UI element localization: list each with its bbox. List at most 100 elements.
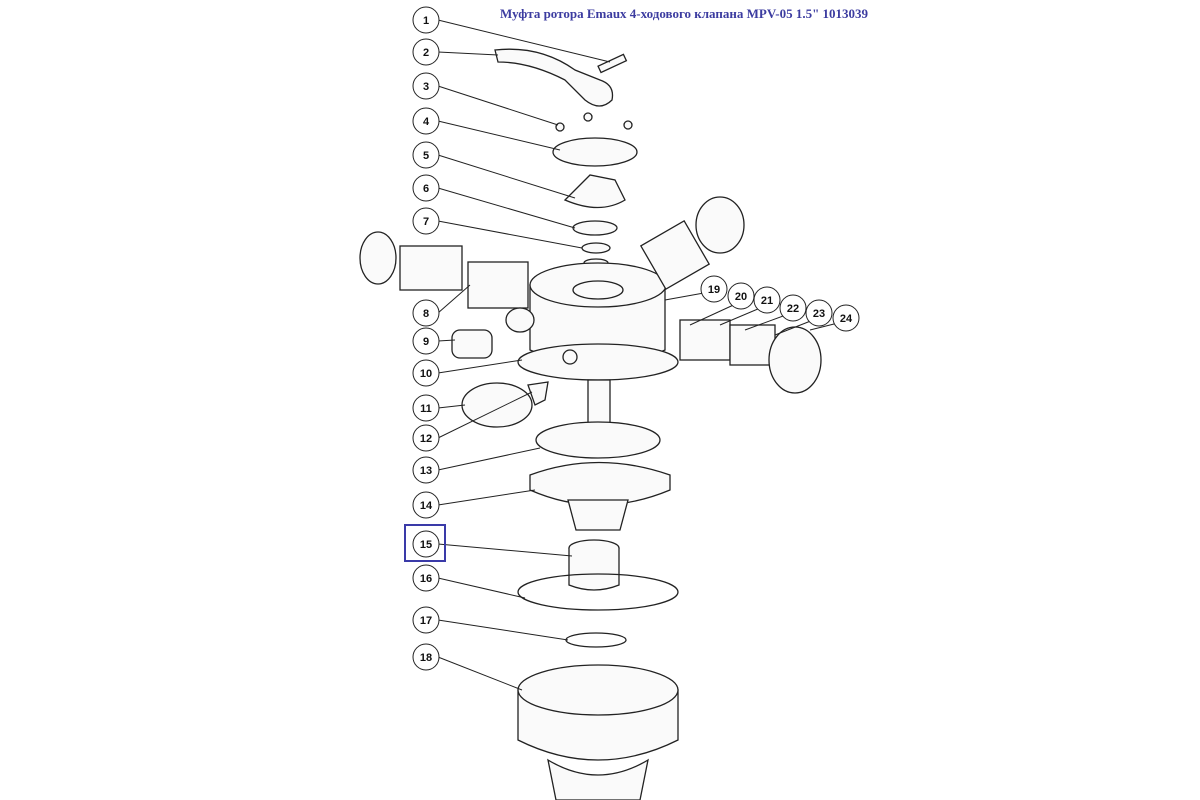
part-handle xyxy=(494,48,628,107)
callout-18: 18 xyxy=(412,643,523,691)
leader-line xyxy=(437,339,456,342)
leader-line xyxy=(437,656,523,691)
callout-label: 3 xyxy=(423,81,429,93)
part-rotor xyxy=(529,379,671,531)
leader-line xyxy=(437,619,569,641)
callout-circle xyxy=(753,286,781,314)
callout-label: 14 xyxy=(420,500,433,512)
callout-9: 9 xyxy=(412,327,456,355)
callout-15: 15 xyxy=(404,524,573,562)
callout-circle xyxy=(412,107,440,135)
callout-21: 21 xyxy=(719,286,781,326)
callout-label: 21 xyxy=(761,295,773,307)
part-right-union-top xyxy=(639,196,745,291)
callout-7: 7 xyxy=(412,207,583,249)
callout-2: 2 xyxy=(412,38,499,66)
callout-circle xyxy=(412,530,440,558)
callout-circle xyxy=(412,564,440,592)
callout-5: 5 xyxy=(412,141,576,199)
leader-line xyxy=(437,154,576,199)
callout-14: 14 xyxy=(412,489,536,519)
callout-label: 2 xyxy=(423,47,429,59)
callout-10: 10 xyxy=(412,359,523,387)
leader-line xyxy=(437,577,526,599)
callout-label: 24 xyxy=(840,313,853,325)
leader-line xyxy=(437,51,499,56)
callout-label: 9 xyxy=(423,336,429,348)
callout-4: 4 xyxy=(412,107,561,151)
callout-11: 11 xyxy=(412,394,466,422)
callout-8: 8 xyxy=(412,284,471,327)
leader-line xyxy=(437,391,533,439)
callout-label: 22 xyxy=(787,303,799,315)
callout-23: 23 xyxy=(774,299,833,336)
callout-label: 13 xyxy=(420,465,432,477)
callout-circle xyxy=(412,394,440,422)
callout-label: 5 xyxy=(423,150,429,162)
leader-line xyxy=(437,359,523,374)
callout-circle xyxy=(412,606,440,634)
callout-label: 1 xyxy=(423,15,429,27)
callout-22: 22 xyxy=(744,294,807,331)
part-cap xyxy=(461,382,533,428)
leader-line xyxy=(437,220,583,249)
callout-19: 19 xyxy=(664,275,728,303)
callout-circle xyxy=(412,424,440,452)
part-valve-body xyxy=(517,262,679,381)
callout-circle xyxy=(412,174,440,202)
callout-circle xyxy=(727,282,755,310)
part-left-union xyxy=(359,231,529,309)
part-o-ring-medium xyxy=(565,632,627,648)
highlight-box xyxy=(404,524,446,562)
callout-circle xyxy=(412,491,440,519)
callout-circle xyxy=(412,207,440,235)
callout-circle xyxy=(412,141,440,169)
callout-circle xyxy=(412,38,440,66)
callout-circle xyxy=(412,643,440,671)
callout-label: 18 xyxy=(420,652,432,664)
leader-line xyxy=(437,543,573,557)
part-washer xyxy=(572,220,618,236)
callout-label: 10 xyxy=(420,368,432,380)
callout-circle xyxy=(412,299,440,327)
callout-16: 16 xyxy=(412,564,526,599)
callout-label: 7 xyxy=(423,216,429,228)
callout-label: 19 xyxy=(708,284,720,296)
callout-label: 15 xyxy=(420,539,432,551)
callout-circle xyxy=(412,456,440,484)
callout-label: 23 xyxy=(813,308,825,320)
callout-label: 6 xyxy=(423,183,429,195)
leader-line xyxy=(437,447,541,471)
callout-13: 13 xyxy=(412,447,541,484)
callout-17: 17 xyxy=(412,606,569,641)
callout-label: 8 xyxy=(423,308,429,320)
callout-12: 12 xyxy=(412,391,533,452)
callout-label: 16 xyxy=(420,573,432,585)
part-small-fittings xyxy=(451,307,578,365)
part-o-ring-small xyxy=(581,242,611,254)
part-rotor-coupling xyxy=(568,539,620,591)
part-o-ring-large xyxy=(517,573,679,611)
diagram-title: Муфта ротора Emaux 4-ходового клапана MP… xyxy=(500,6,869,21)
callout-label: 4 xyxy=(423,116,430,128)
part-handle-mount xyxy=(563,174,626,209)
callout-circle xyxy=(412,6,440,34)
part-flange-plate xyxy=(552,137,638,167)
callout-1: 1 xyxy=(412,6,611,63)
callout-circle xyxy=(412,72,440,100)
leader-line xyxy=(437,284,471,314)
part-base-housing xyxy=(517,664,679,800)
callout-circle xyxy=(832,304,860,332)
leader-line xyxy=(437,489,536,506)
callout-3: 3 xyxy=(412,72,559,126)
callout-circle xyxy=(412,327,440,355)
callout-circle xyxy=(700,275,728,303)
leader-line xyxy=(437,85,559,126)
part-right-union xyxy=(679,319,822,394)
leader-line xyxy=(437,120,561,151)
callout-label: 20 xyxy=(735,291,747,303)
callout-circle xyxy=(805,299,833,327)
callout-label: 12 xyxy=(420,433,432,445)
callout-label: 17 xyxy=(420,615,432,627)
